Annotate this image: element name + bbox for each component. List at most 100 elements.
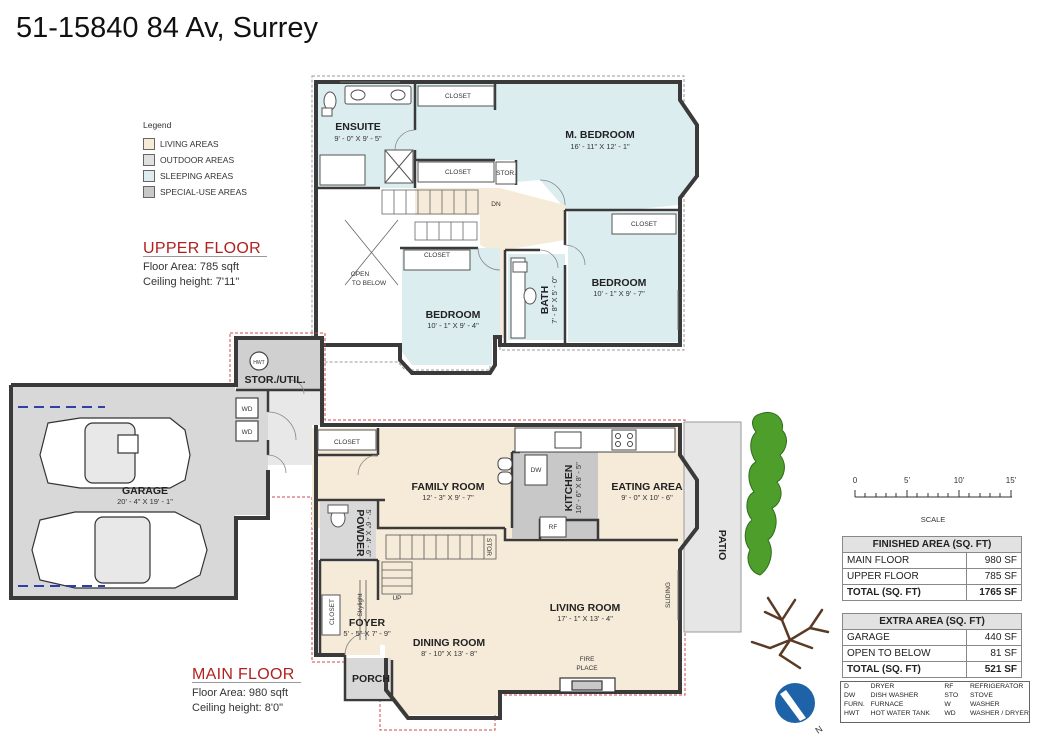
legend-swatch bbox=[143, 186, 155, 198]
finished-area-header: FINISHED AREA (SQ. FT) bbox=[842, 536, 1022, 553]
scale-bar bbox=[854, 490, 1012, 498]
table-total-row: TOTAL (SQ. FT) 521 SF bbox=[842, 661, 1022, 678]
legend-swatch bbox=[143, 154, 155, 166]
room-dims-ensuite: 9' - 0" X 9' - 5" bbox=[334, 134, 382, 143]
room-dims-garage: 20' - 4" X 19' - 1" bbox=[117, 497, 173, 506]
scale-tick-label: 5' bbox=[904, 476, 910, 485]
legend-label: LIVING AREAS bbox=[160, 139, 219, 149]
closet-label: CLOSET bbox=[631, 221, 657, 228]
small-labels: CLOSET CLOSET CLOSET CLOSET CLOSET CLOSE… bbox=[242, 93, 672, 672]
row-value: 785 SF bbox=[966, 568, 1022, 585]
wd-label: WD bbox=[242, 406, 253, 413]
closet-label: CLOSET bbox=[445, 169, 471, 176]
closet-label: CLOSET bbox=[329, 599, 336, 625]
upper-floor-plan bbox=[311, 75, 699, 375]
room-dims-family: 12' - 3" X 9' - 7" bbox=[422, 493, 474, 502]
abbr-row: HWT HOT WATER TANK WD WASHER / DRYER bbox=[841, 709, 1029, 718]
closet-label: CLOSET bbox=[445, 93, 471, 100]
room-name-foyer: FOYER bbox=[349, 617, 386, 629]
total-label: TOTAL (SQ. FT) bbox=[842, 584, 967, 601]
upper-floor-ceiling: Ceiling height: 7'11" bbox=[143, 276, 240, 288]
stairs-down-label: DN bbox=[491, 201, 501, 208]
tree-bare bbox=[750, 596, 830, 670]
legend-item-living: LIVING AREAS bbox=[143, 136, 247, 152]
room-name-eating: EATING AREA bbox=[611, 481, 683, 493]
open-below-label: OPEN bbox=[351, 271, 370, 278]
room-dims-living: 17' - 1" X 13' - 4" bbox=[557, 614, 613, 623]
abbreviations-key: D DRYER RF REFRIGERATOR D W DISH WASHER S… bbox=[840, 681, 1030, 723]
stairs-up-label: UP bbox=[392, 595, 401, 602]
sliding-door-label: SLIDING bbox=[665, 582, 672, 608]
legend-title: Legend bbox=[143, 120, 172, 130]
scale-tick-label: 0 bbox=[853, 476, 858, 485]
room-name-master: M. BEDROOM bbox=[565, 129, 635, 141]
page-title: 51-15840 84 Av, Surrey bbox=[16, 12, 319, 44]
abbr-meaning: DISH WASHER bbox=[870, 692, 919, 699]
room-dims-bath: 7' - 8" X 5' - 0" bbox=[550, 276, 559, 324]
scale-tick-label: 15' bbox=[1006, 476, 1017, 485]
room-name-powder: POWDER bbox=[354, 509, 366, 557]
legend-swatch bbox=[143, 170, 155, 182]
main-floor-ceiling: Ceiling height: 8'0" bbox=[192, 702, 284, 714]
legend-label: OUTDOOR AREAS bbox=[160, 155, 235, 165]
room-dims-eating: 9' - 0" X 10' - 6" bbox=[621, 493, 673, 502]
room-dims-powder: 5' - 6" X 4' - 6" bbox=[364, 509, 373, 557]
room-dims-dining: 8' - 10" X 13' - 8" bbox=[421, 649, 477, 658]
scale-labels: 0 5' 10' 15' SCALE bbox=[853, 476, 1017, 524]
room-name-garage: GARAGE bbox=[122, 485, 168, 497]
main-floor-label: MAIN FLOOR Floor Area: 980 sqft Ceiling … bbox=[192, 667, 301, 716]
abbr-code: STO bbox=[944, 692, 959, 699]
room-name-family: FAMILY ROOM bbox=[412, 481, 485, 493]
table-row: OPEN TO BELOW 81 SF bbox=[842, 645, 1022, 662]
upper-floor-heading: UPPER FLOOR bbox=[143, 241, 267, 257]
main-floor-plan bbox=[9, 332, 742, 731]
closet-label: CLOSET bbox=[424, 252, 450, 259]
room-dimensions: 9' - 0" X 9' - 5" 16' - 11" X 12' - 1" 1… bbox=[117, 134, 673, 658]
dw-label: DW bbox=[531, 467, 543, 474]
total-value: 1765 SF bbox=[966, 584, 1022, 601]
extra-area-table: EXTRA AREA (SQ. FT) GARAGE 440 SF OPEN T… bbox=[842, 613, 1022, 678]
room-name-bedroom-right: BEDROOM bbox=[592, 277, 647, 289]
room-name-stor-util: STOR./UTIL. bbox=[244, 374, 305, 386]
room-name-bath: BATH bbox=[539, 286, 551, 314]
stor-label: STOR bbox=[485, 538, 492, 556]
legend-swatch bbox=[143, 138, 155, 150]
abbr-code: HWT bbox=[844, 710, 860, 717]
abbr-meaning: FURNACE bbox=[870, 701, 904, 708]
main-floor-area: Floor Area: 980 sqft bbox=[192, 687, 288, 699]
abbr-row: FURN. FURNACE W WASHER bbox=[841, 700, 1029, 709]
extra-area-header: EXTRA AREA (SQ. FT) bbox=[842, 613, 1022, 630]
row-label: UPPER FLOOR bbox=[842, 568, 967, 585]
room-name-dining: DINING ROOM bbox=[413, 637, 486, 649]
abbr-code: RF bbox=[944, 683, 954, 690]
row-label: MAIN FLOOR bbox=[842, 552, 967, 569]
legend-label: SPECIAL-USE AREAS bbox=[160, 187, 247, 197]
fireplace-label: FIRE bbox=[580, 656, 595, 663]
row-value: 980 SF bbox=[966, 552, 1022, 569]
legend: Legend LIVING AREAS OUTDOOR AREAS SLEEPI… bbox=[143, 120, 247, 200]
fireplace-label: PLACE bbox=[576, 665, 598, 672]
abbr-meaning: REFRIGERATOR bbox=[969, 683, 1024, 690]
scale-label: SCALE bbox=[921, 515, 946, 524]
abbr-meaning: HOT WATER TANK bbox=[870, 710, 930, 717]
abbr-code: D bbox=[844, 683, 849, 690]
abbr-code: W bbox=[944, 701, 951, 708]
room-dims-bedroom-right: 10' - 1" X 9' - 7" bbox=[593, 289, 645, 298]
abbr-row: D DRYER RF REFRIGERATOR bbox=[841, 682, 1029, 691]
table-total-row: TOTAL (SQ. FT) 1765 SF bbox=[842, 584, 1022, 601]
legend-item-special: SPECIAL-USE AREAS bbox=[143, 184, 247, 200]
abbr-code: FURN. bbox=[844, 701, 865, 708]
abbr-meaning: WASHER bbox=[969, 701, 1000, 708]
upper-floor-area: Floor Area: 785 sqft bbox=[143, 261, 239, 273]
scale-tick-label: 10' bbox=[954, 476, 965, 485]
wd-label: WD bbox=[242, 429, 253, 436]
room-name-patio: PATIO bbox=[716, 530, 728, 561]
rf-label: RF bbox=[549, 524, 558, 531]
room-name-bedroom-left: BEDROOM bbox=[426, 309, 481, 321]
total-label: TOTAL (SQ. FT) bbox=[842, 661, 967, 678]
abbr-code: WD bbox=[944, 710, 956, 717]
open-below-label: TO BELOW bbox=[352, 280, 387, 287]
room-name-kitchen: KITCHEN bbox=[563, 465, 575, 512]
row-label: OPEN TO BELOW bbox=[842, 645, 967, 662]
